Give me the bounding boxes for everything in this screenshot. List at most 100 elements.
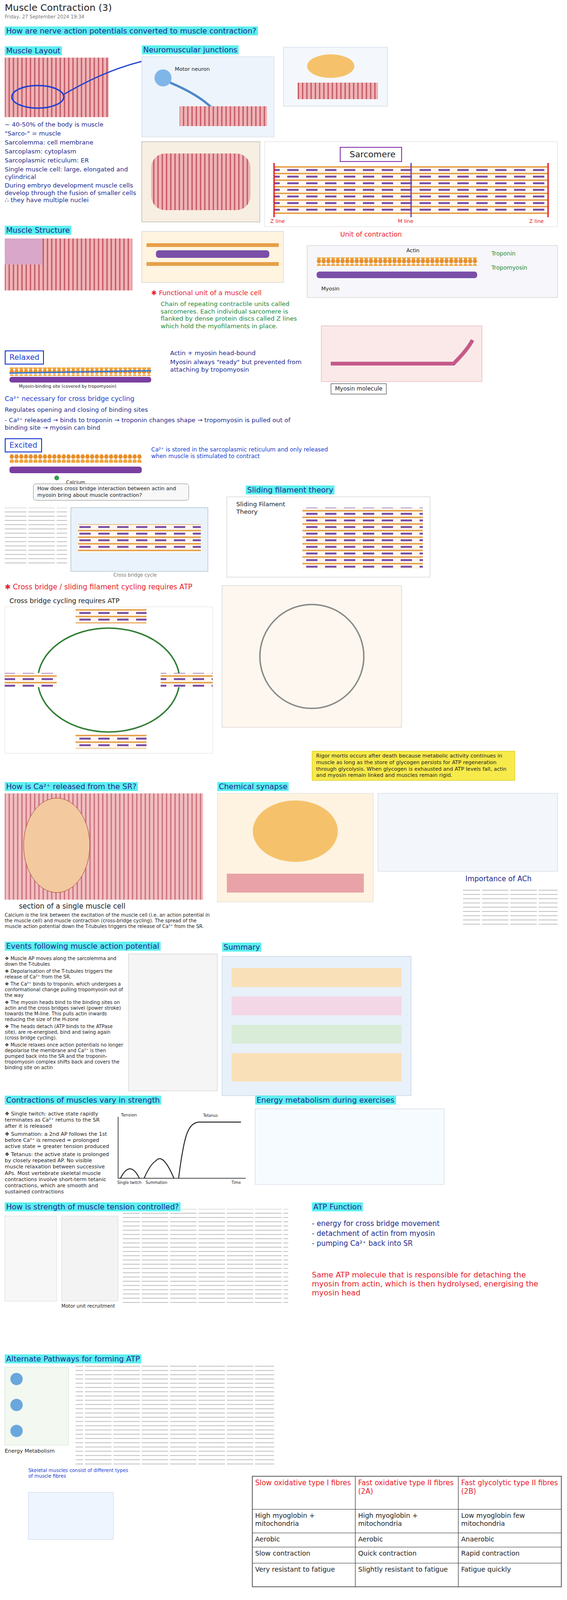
myosin-actin-figure [307, 245, 558, 298]
text-box: Relaxed [4, 350, 44, 365]
note-text: ✱ Functional unit of a muscle cell [151, 289, 262, 298]
note-text: Actin [406, 247, 420, 254]
table-cell: Very resistant to fatigue [255, 1566, 336, 1575]
synapse-figure [217, 793, 374, 903]
table-cell: Slightly resistant to fatigue [358, 1566, 448, 1575]
sarcomere-figure [264, 141, 558, 227]
axon-terminal [307, 54, 355, 78]
events-figure [128, 954, 218, 1092]
note-text: Tropomyosin [491, 264, 528, 272]
note-text: Same ATP molecule that is responsible fo… [311, 1271, 549, 1299]
note-text: How is Ca²⁺ released from the SR? [4, 782, 138, 792]
text-block [4, 507, 68, 567]
synaptic-bulb [252, 800, 338, 863]
table-frame [252, 1477, 562, 1588]
note-text: ❖ Summation: a 2nd AP follows the 1st be… [4, 1131, 112, 1151]
cycle-figure [222, 585, 402, 728]
cell-section [23, 798, 90, 894]
table-cell: Rapid contraction [461, 1550, 520, 1559]
note-text: ❖ The myosin heads bind to the binding s… [4, 1000, 126, 1023]
note-text: Muscle Layout [4, 46, 62, 56]
box-text: Myosin molecule [335, 385, 383, 393]
note-text: Regulates opening and closing of binding… [4, 406, 148, 414]
motor-unit-figure [4, 1216, 57, 1302]
note-text: ~ 40-50% of the body is muscle [4, 120, 104, 129]
actin-strand [9, 367, 152, 377]
note-text: - pumping Ca²⁺ back into SR [311, 1239, 413, 1249]
note-text: ❖ The heads detach (ATP binds to the ATP… [4, 1024, 126, 1042]
note-text: Unit of contraction [340, 230, 402, 239]
note-text: Energy metabolism during exercises [255, 1096, 396, 1106]
table-cell: Aerobic [358, 1536, 383, 1545]
table-cell: Low myoglobin few mitochondria [461, 1512, 559, 1529]
nmj-figure [141, 56, 275, 138]
note-text: Sarcoplasmic reticulum: ER [4, 156, 89, 165]
pathway-figure [4, 1367, 69, 1446]
cycle-figure [4, 607, 213, 754]
box-text: Rigor mortis occurs after death because … [316, 753, 511, 780]
table-cell: Skeletal muscles consist of different ty… [28, 1468, 133, 1480]
note-text: Myosin [321, 285, 340, 293]
note-text: How is strength of muscle tension contro… [4, 1202, 181, 1212]
table-cell: Slow oxidative type I fibres [255, 1479, 352, 1488]
graph-axes [118, 1117, 246, 1179]
filament-array [77, 524, 201, 553]
muscle-bundle [4, 238, 43, 265]
note-text: ❖ Muscle AP moves along the sarcolemma a… [4, 956, 126, 968]
note-text: ✱ Cross bridge / sliding filament cyclin… [4, 583, 193, 592]
z-line [273, 163, 275, 218]
note-text: Summation [145, 1181, 168, 1186]
note-text: Single twitch [117, 1181, 142, 1186]
myofibril-bundle [151, 153, 251, 211]
filament-array [75, 734, 147, 749]
note-text: ❖ Single twitch: active state rapidly te… [4, 1111, 112, 1131]
step-marker [10, 1399, 23, 1412]
note-text: Actin + myosin head-bound [170, 349, 256, 358]
note-text: Cross bridge cycling requires ATP [9, 597, 120, 606]
note-text: ❖ Depolarisation of the T-tubules trigge… [4, 969, 126, 981]
summary-step [231, 968, 402, 988]
actin-strand [316, 257, 478, 267]
sliding-figure [226, 497, 430, 578]
filament-array [160, 673, 213, 688]
note-text: - detachment of actin from myosin [311, 1229, 436, 1239]
note-text: M line [397, 218, 414, 225]
note-text: Sarcolemma: cell membrane [4, 138, 94, 147]
filament-array [4, 673, 57, 688]
note-text: Cross bridge cycle [113, 572, 157, 579]
table-cell: Aerobic [255, 1536, 280, 1545]
note-text: Contractions of muscles vary in strength [4, 1096, 162, 1106]
step-marker [10, 1373, 23, 1386]
note-text: Summary [222, 943, 262, 953]
summation-curve [144, 1159, 174, 1179]
note-text: - Ca²⁺ released → binds to troponin → tr… [4, 416, 298, 432]
text-box: Rigor mortis occurs after death because … [311, 751, 516, 782]
cycle-ring [37, 628, 180, 733]
note-text: Myosin-binding site (covered by tropomyo… [18, 384, 117, 390]
muscle-photo [4, 57, 109, 118]
note-text: Tension [120, 1113, 138, 1119]
note-text: Ca²⁺ necessary for cross bridge cycling [4, 395, 135, 404]
note-text: Muscle Structure [4, 225, 72, 235]
fibre-figure [141, 141, 260, 223]
note-text: Motor unit recruitment [61, 1304, 115, 1310]
table-cell: Anaerobic [461, 1536, 495, 1545]
thin-filament [146, 243, 279, 248]
myosin-molecule-figure [321, 326, 482, 382]
fibre-types-figure [28, 1493, 114, 1541]
title-frame [340, 147, 402, 162]
note-text: "Sarco-" = muscle [4, 129, 61, 138]
muscle-cell-figure [4, 793, 204, 901]
filament-figure [141, 231, 284, 283]
note-text: Tetanus [203, 1114, 218, 1119]
text-box: Myosin molecule [330, 383, 387, 395]
note-text: How are nerve action potentials converte… [4, 26, 258, 36]
ach-figure [378, 793, 558, 872]
postsynaptic-membrane [226, 874, 364, 894]
table-cell: Quick contraction [358, 1550, 417, 1559]
z-line [547, 163, 550, 218]
note-text: Sarcoplasm: cytoplasm [4, 147, 77, 156]
text-block [463, 888, 558, 927]
axon [170, 82, 213, 109]
note-text: ATP Function [311, 1202, 363, 1212]
